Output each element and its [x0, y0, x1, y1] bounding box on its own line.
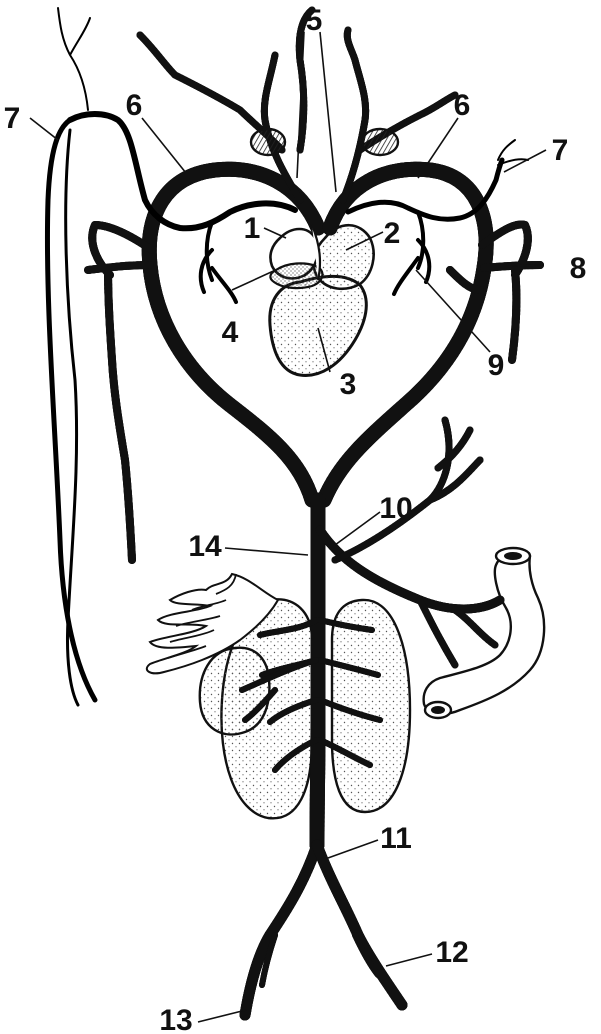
label-7-right: 7: [552, 134, 569, 167]
carotid-gland-right: [360, 127, 400, 157]
label-12: 12: [435, 936, 468, 969]
intestine-opening-bottom-inner: [431, 706, 445, 714]
arterial-system: [84, 6, 544, 1021]
carotid-gland-left: [249, 127, 287, 157]
label-8: 8: [570, 252, 587, 285]
label-2: 2: [384, 217, 401, 250]
sinus-venosus: [269, 262, 324, 290]
label-4: 4: [222, 316, 239, 349]
leader-lines: [29, 31, 547, 1023]
label-6-right: 6: [454, 89, 471, 122]
venous-system: [44, 7, 529, 707]
label-13: 13: [159, 1004, 192, 1034]
label-6-left: 6: [126, 89, 143, 122]
left-atrium: [312, 223, 375, 291]
intestine-opening-top-inner: [504, 552, 522, 560]
label-1: 1: [244, 212, 261, 245]
label-5: 5: [306, 4, 323, 37]
stomach: [198, 646, 271, 736]
label-7-left: 7: [4, 102, 21, 135]
ventricle: [268, 274, 368, 377]
label-11: 11: [380, 822, 412, 855]
label-10: 10: [379, 492, 412, 525]
label-9: 9: [488, 349, 505, 382]
label-14: 14: [188, 530, 222, 563]
intestine-loops: [145, 572, 280, 675]
label-3: 3: [340, 368, 357, 401]
conus-arteriosus: [310, 224, 322, 281]
intestine-fold: [167, 573, 237, 659]
